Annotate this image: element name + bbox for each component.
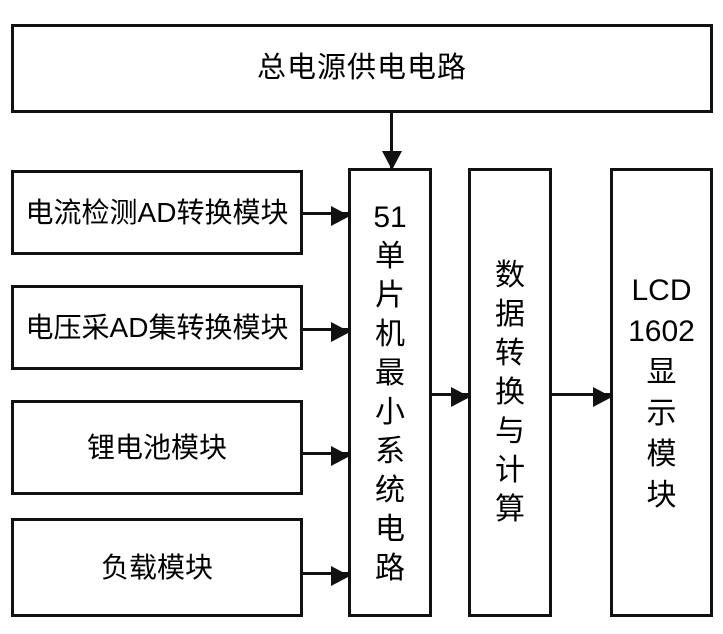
arrow-load-module-to-mcu <box>303 566 350 586</box>
block-lithium-battery: 锂电池模块 <box>11 400 303 495</box>
arrow-current-detection-to-mcu <box>303 206 350 226</box>
arrow-lithium-battery-to-mcu <box>303 446 350 466</box>
block-load-module-label: 负载模块 <box>100 551 213 583</box>
block-voltage-sampling-ad: 电压采AD集转换模块 <box>11 285 303 370</box>
block-current-detection-ad-label: 电流检测AD转换模块 <box>25 196 289 228</box>
arrow-power-supply-to-mcu <box>382 113 402 170</box>
block-voltage-sampling-ad-label: 电压采AD集转换模块 <box>25 311 289 343</box>
block-lithium-battery-label: 锂电池模块 <box>86 431 227 463</box>
block-mcu-minimum-system: 51 单 片 机 最 小 系 统 电 路 <box>348 168 432 617</box>
arrow-mcu-to-data-conversion <box>432 387 470 407</box>
block-current-detection-ad: 电流检测AD转换模块 <box>11 170 303 255</box>
block-data-conversion-calculation-label: 数 据 转 换 与 计 算 <box>495 259 525 526</box>
block-load-module: 负载模块 <box>11 518 303 617</box>
block-data-conversion-calculation: 数 据 转 换 与 计 算 <box>468 168 552 617</box>
block-mcu-minimum-system-label: 51 单 片 机 最 小 系 统 电 路 <box>373 200 407 585</box>
block-lcd1602-display: LCD 1602 显 示 模 块 <box>610 168 713 617</box>
arrow-data-conversion-to-lcd <box>552 387 612 407</box>
block-power-supply-label: 总电源供电电路 <box>256 52 467 84</box>
block-lcd1602-display-label: LCD 1602 显 示 模 块 <box>628 273 695 512</box>
arrow-voltage-sampling-to-mcu <box>303 322 350 342</box>
block-power-supply: 总电源供电电路 <box>11 24 713 113</box>
